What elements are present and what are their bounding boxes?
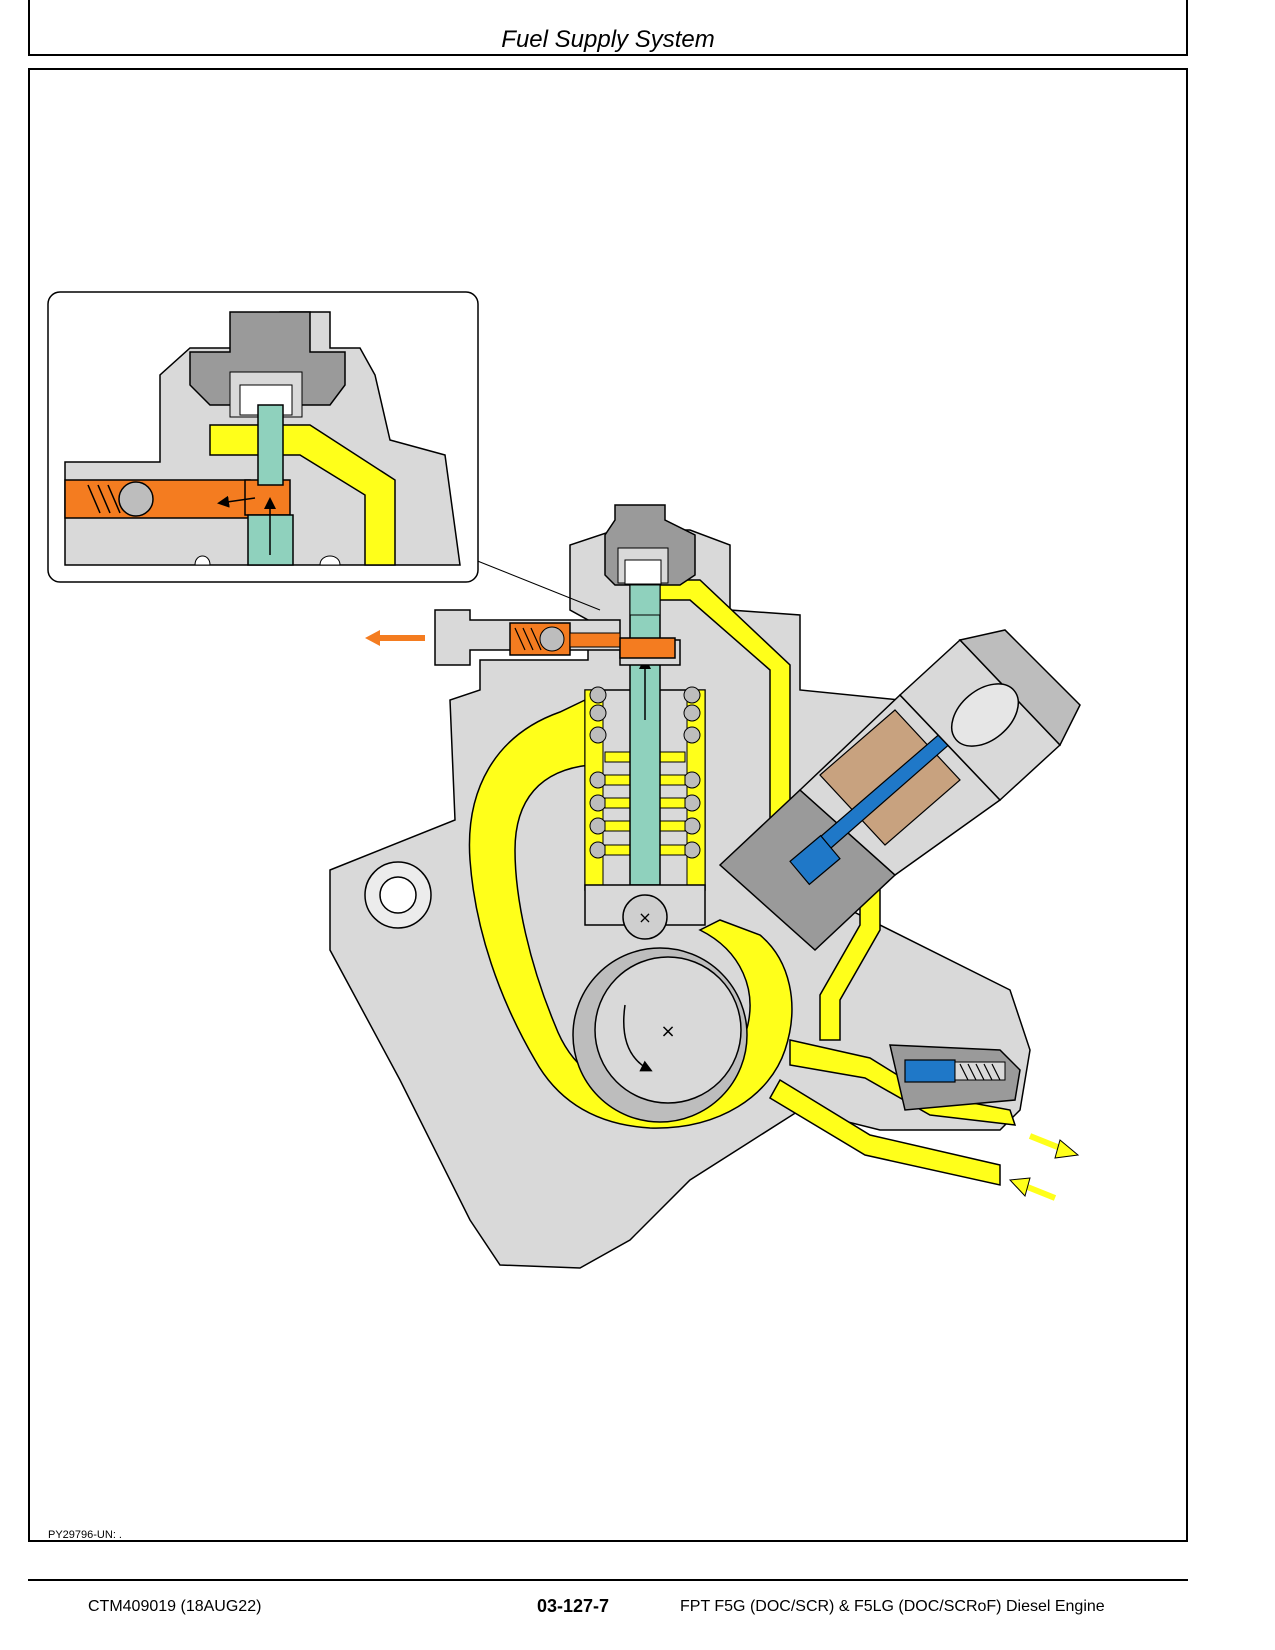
rotation-arrow-icon (623, 1004, 653, 1072)
plunger-assembly: × (584, 584, 706, 940)
high-pressure-outlet (365, 609, 681, 666)
center-mark-icon: × (638, 908, 651, 927)
roller (622, 894, 668, 940)
engine-title: FPT F5G (DOC/SCR) & F5LG (DOC/SCRoF) Die… (680, 1598, 1105, 1615)
cam-lobe: × (572, 947, 748, 1123)
doc-number: CTM409019 (18AUG22) (88, 1598, 262, 1615)
figure-frame (28, 68, 1188, 1542)
figure-id: PY29796-UN: . (48, 1529, 122, 1541)
page-title: Fuel Supply System (501, 26, 715, 53)
page-number: 03-127-7 (537, 1596, 610, 1616)
flow-arrow-icon (1023, 1183, 1057, 1201)
connector (958, 629, 1081, 747)
metering-solenoid (718, 629, 1081, 952)
header-box: Fuel Supply System (28, 0, 1188, 56)
relief-valve (889, 1044, 1080, 1201)
footer-rule (28, 1579, 1188, 1581)
center-mark-icon: × (660, 1021, 675, 1042)
outlet-fitting (604, 504, 696, 616)
flow-arrow-icon (217, 495, 256, 508)
inset-detail (47, 291, 601, 611)
